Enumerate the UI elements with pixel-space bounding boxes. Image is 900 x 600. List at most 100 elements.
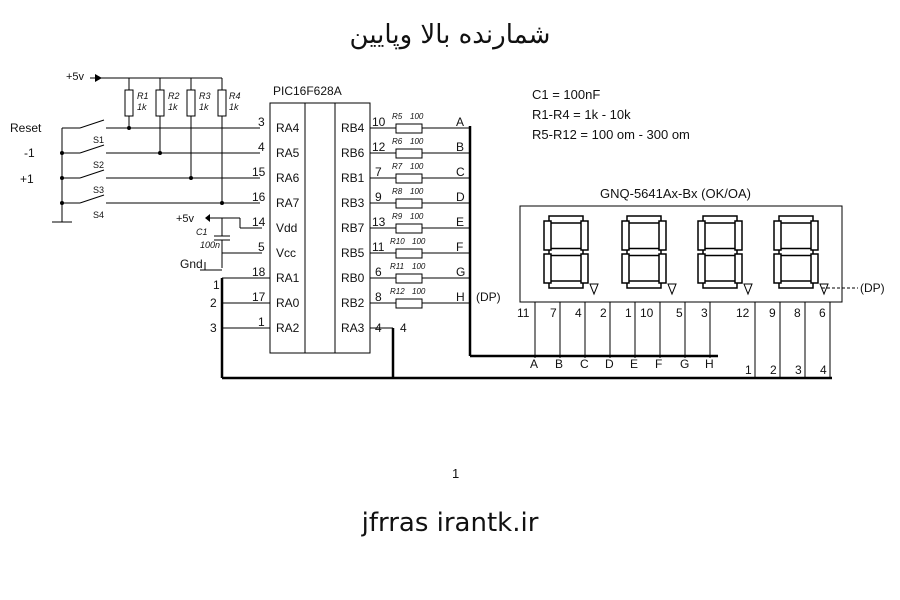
select-3-label: 3 <box>210 321 217 335</box>
power-section: +5v C1 100n Gnd <box>176 213 262 271</box>
net-h: H <box>456 290 465 304</box>
segment <box>580 253 589 284</box>
plus5v-label: +5v <box>66 71 85 83</box>
pin-label-ra1: RA1 <box>276 271 300 285</box>
resistor-r4 <box>217 89 227 117</box>
display-digits <box>543 215 829 296</box>
segment <box>626 280 662 289</box>
vdd-arrow-icon <box>205 214 210 222</box>
r3-value: 1k <box>199 102 209 112</box>
bus-label-e: E <box>630 357 638 371</box>
r12-name: R12 <box>390 287 405 296</box>
pin-num-16: 16 <box>252 190 266 204</box>
display-pin-10: 10 <box>640 306 654 320</box>
segment <box>548 215 584 224</box>
ra3-select-label: 4 <box>400 321 407 335</box>
segment <box>697 220 706 251</box>
credit-text: jfrras irantk.ir <box>361 508 539 538</box>
bus-digit-1: 1 <box>745 363 752 377</box>
r1-name: R1 <box>137 91 149 101</box>
pin-label-rb0: RB0 <box>341 271 365 285</box>
display-pin-3: 3 <box>701 306 708 320</box>
switch-label-reset: Reset <box>10 121 42 135</box>
bus-label-f: F <box>655 357 662 371</box>
resistor-r1 <box>124 89 134 117</box>
display-pin-9: 9 <box>769 306 776 320</box>
segment <box>702 247 738 257</box>
switches: Reset -1 +1 S1 S2 S3 S4 <box>10 119 260 223</box>
chip-left-pins: RA4 RA5 RA6 RA7 Vdd Vcc RA1 RA0 RA2 3 4 … <box>210 115 300 335</box>
digit-2 <box>621 215 677 296</box>
segment <box>778 280 814 289</box>
segment <box>621 220 630 251</box>
r1-value: 1k <box>137 102 147 112</box>
segment <box>658 220 667 251</box>
select-2-label: 2 <box>210 296 217 310</box>
pin-num-9: 9 <box>375 190 382 204</box>
decimal-point <box>589 283 599 296</box>
r10-value: 100 <box>412 237 426 246</box>
decimal-point <box>819 283 829 296</box>
dp-label-left: (DP) <box>476 290 501 304</box>
r10-name: R10 <box>390 237 405 246</box>
pullup-resistors: R1 1k R2 1k R3 1k R4 1k <box>124 78 241 203</box>
bus-label-d: D <box>605 357 614 371</box>
pin-num-5: 5 <box>258 240 265 254</box>
pin-label-vdd: Vdd <box>276 221 297 235</box>
r11-name: R11 <box>390 262 404 271</box>
pin-label-rb3: RB3 <box>341 196 365 210</box>
segment <box>658 253 667 284</box>
pin-num-14: 14 <box>252 215 266 229</box>
display-pin-12: 12 <box>736 306 750 320</box>
pin-label-vcc: Vcc <box>276 246 296 260</box>
r5-value: 100 <box>410 112 424 121</box>
net-c: C <box>456 165 465 179</box>
buses: A B C D E F G H 1 2 3 4 <box>220 126 832 380</box>
select-1-label: 1 <box>213 278 220 292</box>
bus-label-b: B <box>555 357 563 371</box>
r9-name: R9 <box>392 212 403 221</box>
r8-value: 100 <box>410 187 424 196</box>
segment <box>778 215 814 224</box>
note-r1-r4: R1-R4 = 1k - 10k <box>532 107 631 122</box>
switch-label-plus1: +1 <box>20 172 34 186</box>
net-e: E <box>456 215 464 229</box>
r7-name: R7 <box>392 162 403 171</box>
pin-num-13: 13 <box>372 215 386 229</box>
pin-label-rb4: RB4 <box>341 121 365 135</box>
net-a: A <box>456 115 464 129</box>
r2-name: R2 <box>168 91 180 101</box>
segment <box>702 280 738 289</box>
note-r5-r12: R5-R12 = 100 om - 300 om <box>532 127 690 142</box>
segment <box>810 220 819 251</box>
pin-label-rb6: RB6 <box>341 146 365 160</box>
r12-value: 100 <box>412 287 426 296</box>
pin-num-8: 8 <box>375 290 382 304</box>
r11-value: 100 <box>412 262 426 271</box>
r4-value: 1k <box>229 102 239 112</box>
pin-num-11: 11 <box>372 240 385 254</box>
segment <box>548 280 584 289</box>
notes: C1 = 100nF R1-R4 = 1k - 10k R5-R12 = 100… <box>532 87 690 142</box>
r6-value: 100 <box>410 137 424 146</box>
note-c1: C1 = 100nF <box>532 87 600 102</box>
diagram-title: شمارنده بالا وپایین <box>349 20 551 50</box>
digit-3 <box>697 215 753 296</box>
pin-label-rb5: RB5 <box>341 246 365 260</box>
segment <box>702 215 738 224</box>
switch-s3: S3 <box>93 185 104 195</box>
dp-label-right: (DP) <box>860 281 885 295</box>
r3-name: R3 <box>199 91 211 101</box>
bus-label-c: C <box>580 357 589 371</box>
bus-digit-4: 4 <box>820 363 827 377</box>
pin-label-ra0: RA0 <box>276 296 300 310</box>
display-pin-11: 11 <box>517 306 530 320</box>
bus-digit-3: 3 <box>795 363 802 377</box>
r7-value: 100 <box>410 162 424 171</box>
segment <box>773 253 782 284</box>
pin-label-ra6: RA6 <box>276 171 300 185</box>
pin-label-rb2: RB2 <box>341 296 365 310</box>
display-pin-6: 6 <box>819 306 826 320</box>
bus-label-h: H <box>705 357 714 371</box>
segment <box>778 247 814 257</box>
